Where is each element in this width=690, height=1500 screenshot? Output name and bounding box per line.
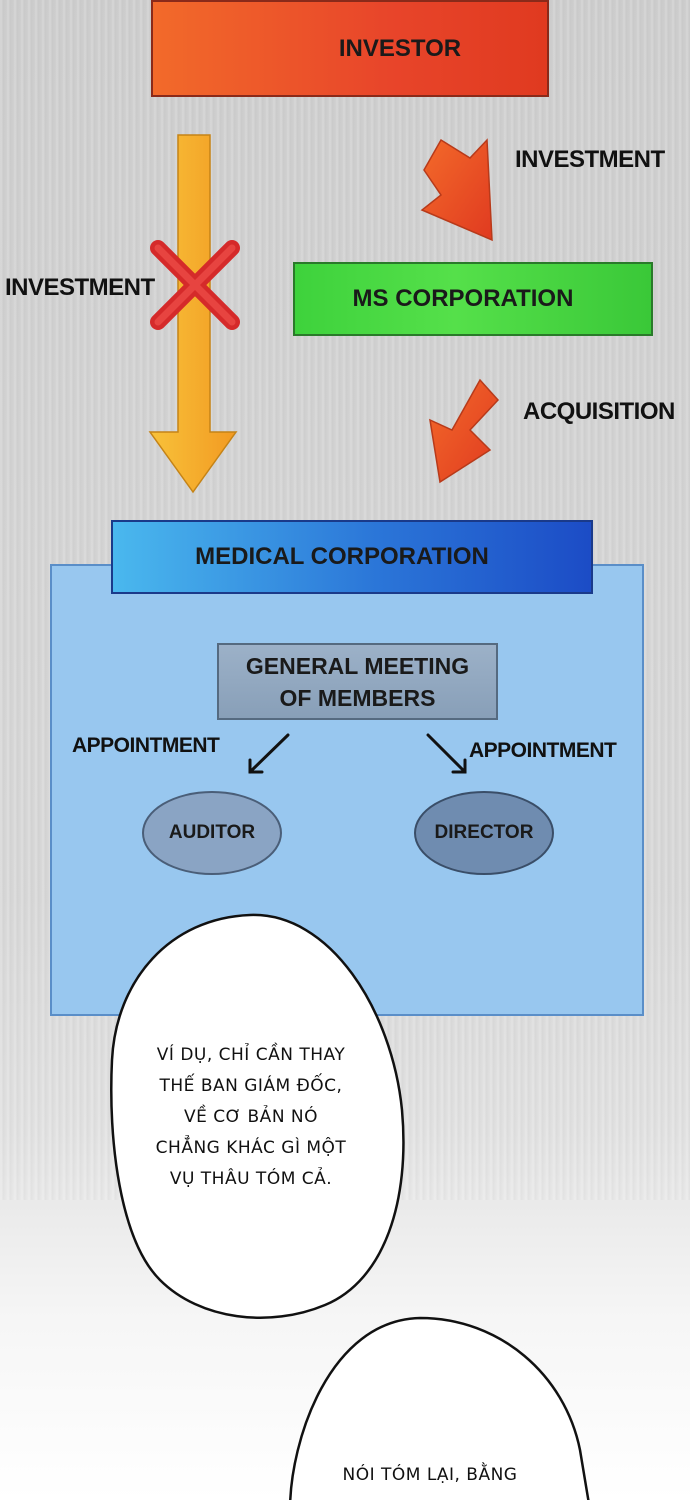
bubble-1-line: THẾ BAN GIÁM ĐỐC, xyxy=(159,1076,343,1096)
general-meeting-line-1: GENERAL MEETING xyxy=(245,652,470,679)
bubble-1-line: VÍ DỤ, CHỈ CẦN THAY xyxy=(156,1045,346,1065)
medical-corporation-header: MEDICAL CORPORATION xyxy=(111,520,593,594)
medical-corporation-label: MEDICAL CORPORATION xyxy=(195,543,489,570)
auditor-label: AUDITOR xyxy=(168,822,256,843)
appointment-label-right: APPOINTMENT xyxy=(469,739,617,762)
appointment-label-left: APPOINTMENT xyxy=(72,734,220,757)
speech-bubble-2-text: NÓI TÓM LẠI, BẰNG xyxy=(300,1460,560,1491)
diagonal-arrow-icon xyxy=(420,138,493,242)
investment-label-right: INVESTMENT xyxy=(515,146,665,173)
speech-bubble-1-text: VÍ DỤ, CHỈ CẦN THAY THẾ BAN GIÁM ĐỐC, VỀ… xyxy=(118,1040,384,1195)
cross-mark-icon xyxy=(150,240,240,330)
director-label: DIRECTOR xyxy=(434,822,534,843)
general-meeting-line-2: OF MEMBERS xyxy=(279,684,436,711)
bubble-2-line: NÓI TÓM LẠI, BẰNG xyxy=(342,1465,518,1485)
investor-label: INVESTOR xyxy=(338,34,462,62)
bubble-1-line: VỀ CƠ BẢN NÓ xyxy=(183,1107,319,1127)
investor-box: INVESTOR xyxy=(151,0,549,97)
general-meeting-box: GENERAL MEETING OF MEMBERS xyxy=(217,643,498,720)
medical-corporation-panel xyxy=(50,564,644,1016)
acquisition-label: ACQUISITION xyxy=(523,398,675,425)
bubble-1-line: CHẲNG KHÁC GÌ MỘT xyxy=(155,1138,347,1158)
acquisition-arrow-icon xyxy=(429,378,500,484)
down-arrow-icon xyxy=(148,134,238,494)
bubble-1-line: VỤ THÂU TÓM CẢ. xyxy=(169,1169,333,1189)
investment-label-left: INVESTMENT xyxy=(5,274,155,301)
ms-corporation-label: MS CORPORATION xyxy=(352,285,574,312)
director-oval: DIRECTOR xyxy=(414,791,554,875)
auditor-oval: AUDITOR xyxy=(142,791,282,875)
ms-corporation-box: MS CORPORATION xyxy=(293,262,653,336)
